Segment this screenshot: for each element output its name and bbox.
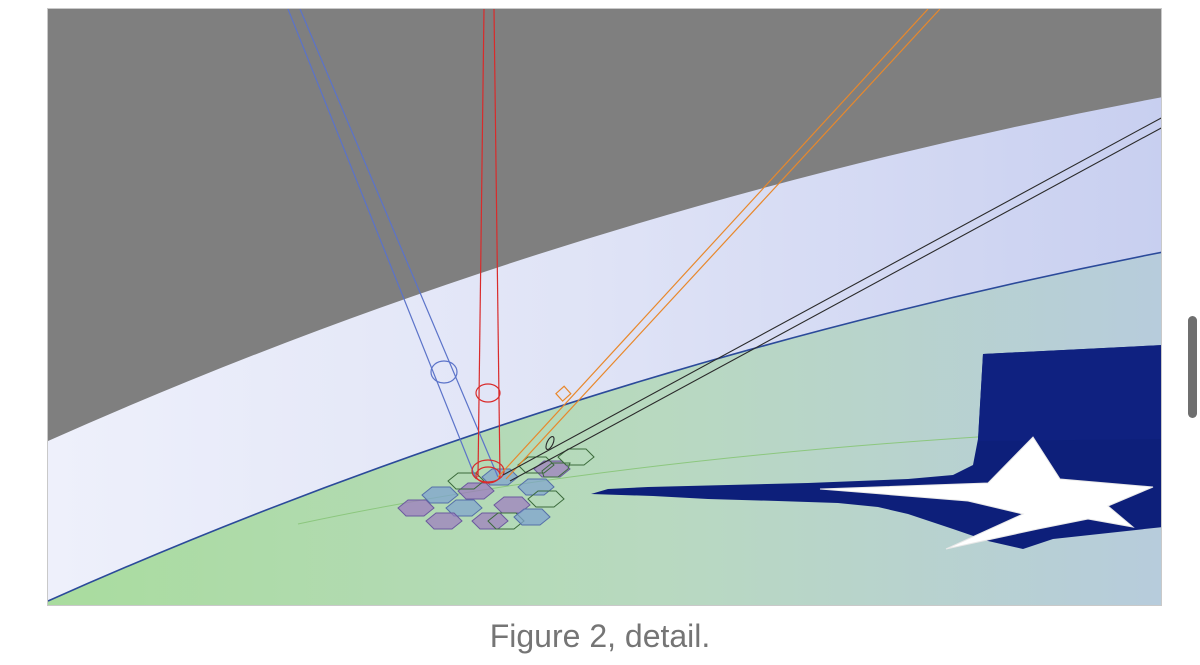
figure-illustration [48,9,1162,606]
scrollbar-thumb[interactable] [1188,316,1197,418]
figure-caption: Figure 2, detail. [0,618,1200,655]
figure-frame [47,8,1162,606]
